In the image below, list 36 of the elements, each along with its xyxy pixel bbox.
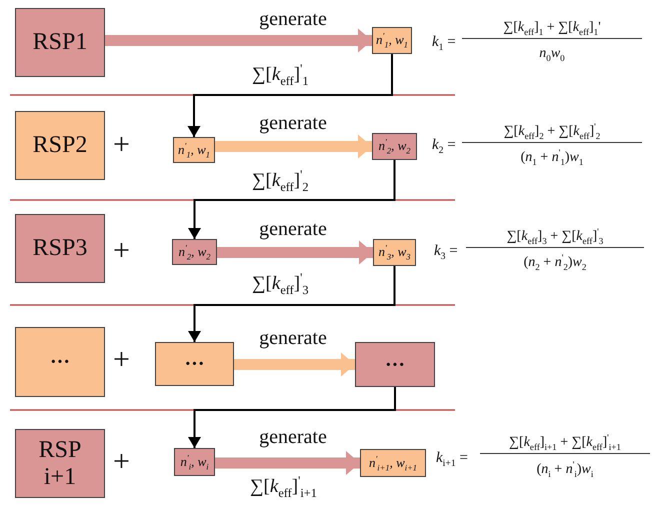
plus-sign: + [113,343,130,378]
elbow-arrow [188,160,396,239]
ellipsis-box: ··· [155,342,234,386]
ellipsis-box: ··· [15,327,105,397]
value-box: n$^{'}$$_{2}$, w$_{2}$ [172,239,217,265]
formula-term: k$_{1}$ = [432,34,456,52]
plus-sign: + [113,128,130,162]
block-arrow [215,134,372,158]
value-box: n$^{'}$$_{i+1}$, w$_{i+1}$ [360,449,426,477]
block-arrow [215,451,360,475]
fraction-denominator: (n$_{1}$ + n$^{'}$$_{1}$)w$_{1}$ [520,150,584,166]
formula-term: k$_{i+1}$ = [436,450,468,468]
fraction-numerator: ∑[k$_{eff}$]$_{1}$ + ∑[k$_{eff}$]$_{1}$' [462,20,642,40]
process-box: RSP3 [15,214,105,283]
value-box: n$^{'}$$_{3}$, w$_{3}$ [373,239,416,266]
fraction-denominator: (n$_{2}$ + n$^{'}$$_{2}$)w$_{2}$ [522,255,588,272]
block-arrow [234,352,355,376]
value-box: n$^{'}$$_{1}$, w$_{1}$ [173,137,215,163]
block-arrow [217,240,373,264]
value-box: n$^{'}$$_{1}$, w$_{1}$ [372,27,412,54]
plus-sign: + [113,445,130,480]
elbow-arrow [188,387,396,448]
elbow-arrow [188,266,396,342]
block-arrow [105,28,372,52]
formula-term: k$_{2}$ = [432,137,456,154]
process-box: RSP i+1 [15,429,105,498]
formula-term: k$_{3}$ = [434,243,458,260]
plus-sign: + [113,234,130,268]
value-box: n$^{'}$$_{2}$, w$_{2}$ [372,133,417,160]
process-box: RSP1 [15,8,105,77]
elbow-arrow [188,54,393,137]
fraction-denominator: (n$_{i}$ + n$^{'}$$_{i}$)w$_{i}$ [536,462,594,478]
ellipsis-box: ··· [355,342,435,387]
fraction-denominator: n$_{0}$w$_{0}$ [538,46,566,62]
process-box: RSP2 [15,111,105,180]
value-box: n$^{'}$$_{i}$, w$_{i}$ [174,448,215,476]
